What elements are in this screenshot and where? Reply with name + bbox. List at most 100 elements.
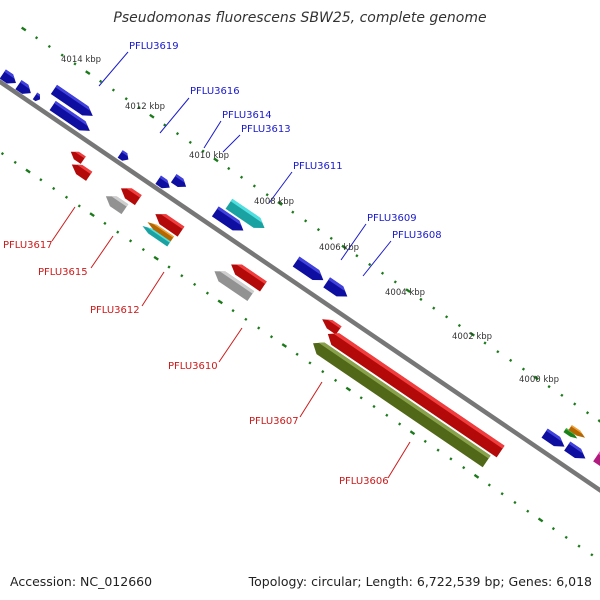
tick-dot xyxy=(124,97,128,101)
gene-label-pflu3613[interactable]: PFLU3613 xyxy=(241,124,291,135)
tick-dot xyxy=(227,166,231,171)
tick-dot xyxy=(180,274,184,278)
tick-dot xyxy=(597,419,600,423)
gene-highlight xyxy=(54,101,88,127)
leader-line xyxy=(218,327,243,363)
gene-highlight xyxy=(77,164,93,175)
tick-dot xyxy=(73,62,77,66)
leader-line xyxy=(340,223,367,261)
tick-dot xyxy=(188,140,192,144)
tick-dot xyxy=(39,178,43,182)
gene-highlight xyxy=(111,196,129,207)
gene-highlight xyxy=(74,151,86,159)
gene-block-rna xyxy=(563,427,578,439)
tick-dot xyxy=(281,343,288,348)
tick-dot xyxy=(89,212,95,218)
tick-dot xyxy=(333,378,338,382)
gene-body xyxy=(147,222,175,242)
gene-block-reverse xyxy=(70,151,86,164)
tick-dot xyxy=(393,280,397,284)
topology-summary: Topology: circular; Length: 6,722,539 bp… xyxy=(248,574,592,589)
gene-highlight xyxy=(55,84,91,112)
scale-labels: 4014 kbp 4012 kbp 4010 kbp 4008 kbp 4006… xyxy=(61,55,559,385)
leader-line xyxy=(203,120,222,149)
scale-label: 4012 kbp xyxy=(125,102,165,112)
gene-label-pflu3614[interactable]: PFLU3614 xyxy=(222,110,272,121)
gene-block-reverse xyxy=(71,164,93,181)
tick-dot xyxy=(99,79,103,83)
tick-dot xyxy=(487,483,491,487)
gene-body xyxy=(564,441,586,459)
tick-dot xyxy=(34,36,39,40)
gene-block-pflu3617 xyxy=(120,188,142,206)
gene-label-pflu3608[interactable]: PFLU3608 xyxy=(392,230,442,241)
tick-dot xyxy=(380,271,385,275)
gene-highlight xyxy=(571,425,583,435)
gene-body xyxy=(211,206,244,231)
gene-body xyxy=(327,333,505,458)
lower-tick-dots xyxy=(0,152,594,557)
gene-block-forward xyxy=(50,84,93,116)
tick-dot xyxy=(405,288,411,294)
gene-block-forward xyxy=(0,69,16,84)
gene-body xyxy=(563,427,578,439)
gene-label-pflu3615[interactable]: PFLU3615 xyxy=(38,267,88,278)
gene-body xyxy=(323,277,348,297)
gene-body xyxy=(593,451,600,467)
tick-dot xyxy=(175,132,180,136)
tick-dot xyxy=(103,221,107,225)
tick-dot xyxy=(444,315,449,319)
tick-dot xyxy=(473,473,480,479)
tick-dot xyxy=(25,168,31,174)
tick-dot xyxy=(252,184,256,188)
gene-highlight xyxy=(230,198,263,223)
gene-label-pflu3609[interactable]: PFLU3609 xyxy=(367,213,417,224)
tick-dot xyxy=(590,553,594,557)
tick-dot xyxy=(345,386,352,392)
gene-body xyxy=(50,84,93,116)
tick-dot xyxy=(359,396,363,400)
gene-label-pflu3617[interactable]: PFLU3617 xyxy=(3,240,53,251)
tick-dot xyxy=(52,186,56,191)
gene-label-pflu3606[interactable]: PFLU3606 xyxy=(339,476,389,487)
scale-label: 4008 kbp xyxy=(254,197,294,207)
gene-body xyxy=(214,271,255,302)
leader-lines xyxy=(51,51,411,479)
gene-highlight xyxy=(121,150,128,157)
gene-label-pflu3607[interactable]: PFLU3607 xyxy=(249,416,299,427)
tick-dot xyxy=(60,53,64,57)
scale-label: 4000 kbp xyxy=(519,375,559,385)
gene-block-pflu3614 xyxy=(117,150,129,161)
gene-block-pseudo xyxy=(105,196,129,215)
tick-dot xyxy=(398,422,402,426)
gene-body xyxy=(15,80,31,94)
leader-line xyxy=(362,240,392,277)
tick-dot xyxy=(560,393,564,397)
tick-dot xyxy=(329,236,333,240)
gene-highlight xyxy=(152,223,175,238)
tick-dot xyxy=(149,113,155,119)
tick-dot xyxy=(469,331,475,337)
gene-label-pflu3616[interactable]: PFLU3616 xyxy=(190,86,240,97)
tick-dot xyxy=(521,367,526,371)
gene-highlight xyxy=(327,319,342,329)
gene-highlight xyxy=(20,80,30,89)
map-title: Pseudomonas fluorescens SBW25, complete … xyxy=(113,10,487,26)
tick-dot xyxy=(496,350,500,354)
tick-dot xyxy=(20,26,27,32)
gene-label-pflu3612[interactable]: PFLU3612 xyxy=(90,305,140,316)
tick-dot xyxy=(509,358,513,363)
accession-text: Accession: NC_012660 xyxy=(10,574,153,589)
gene-label-pflu3611[interactable]: PFLU3611 xyxy=(293,161,343,172)
gene-highlight xyxy=(297,256,322,276)
gene-block-pflu3615 xyxy=(155,214,185,237)
gene-highlight xyxy=(216,206,242,226)
gene-label-pflu3619[interactable]: PFLU3619 xyxy=(129,41,179,52)
upper-tick-dots xyxy=(20,26,600,423)
tick-dot xyxy=(269,335,274,339)
gene-block-forward xyxy=(15,80,31,94)
gene-block-rna xyxy=(147,222,175,242)
leader-line xyxy=(141,271,165,307)
gene-label-pflu3610[interactable]: PFLU3610 xyxy=(168,361,218,372)
